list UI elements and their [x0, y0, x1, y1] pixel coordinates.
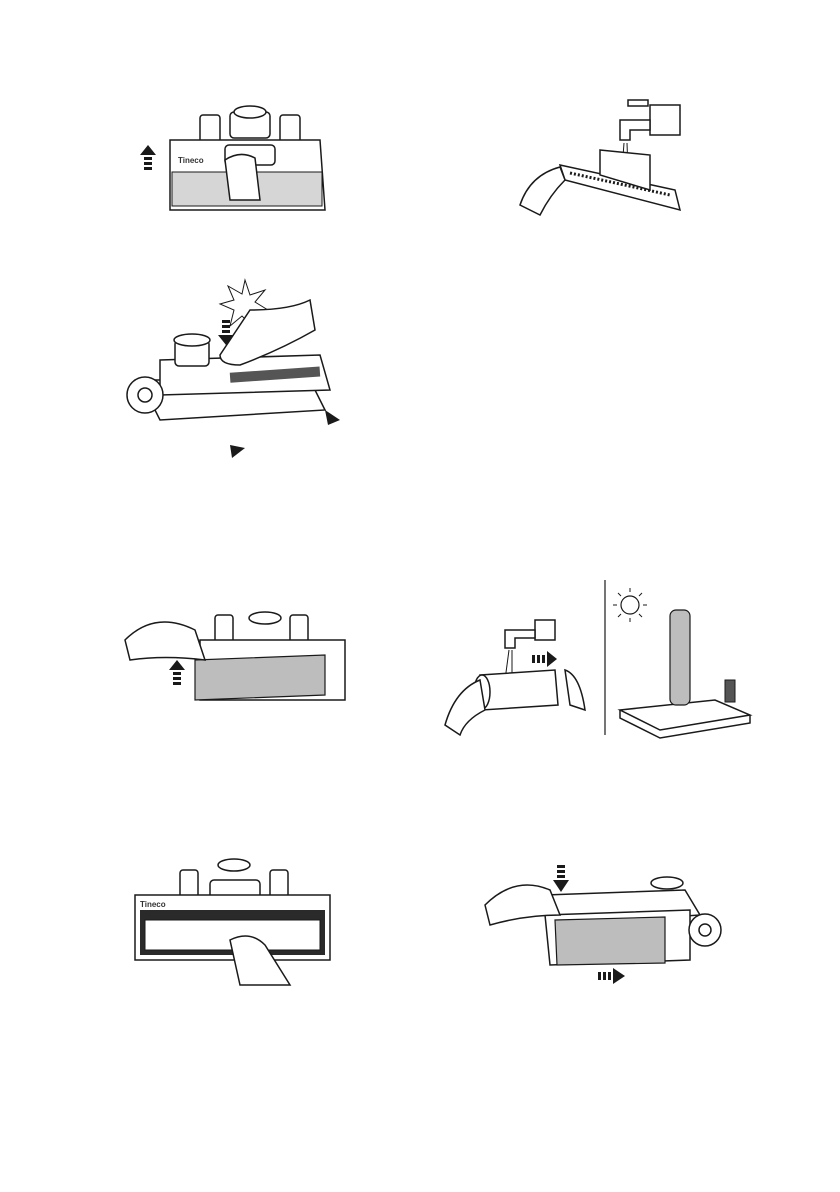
illustration-4 — [125, 600, 350, 710]
lift-up-arrow-icon — [169, 660, 185, 685]
illustration-1: Tineco — [130, 100, 330, 230]
figure-press-release — [120, 270, 360, 460]
figure-rinse-tray — [510, 95, 720, 235]
sun-icon — [613, 588, 647, 622]
illustration-5 — [440, 580, 760, 740]
figure-wipe-tray: Tineco — [130, 855, 340, 990]
illustration-3 — [120, 270, 360, 460]
brand-mark: Tineco — [140, 900, 166, 909]
lift-up-arrow-icon — [140, 145, 156, 170]
insert-arrow-icon — [598, 968, 625, 984]
figure-wash-dry-roller — [440, 580, 760, 740]
illustration-2 — [510, 95, 720, 235]
figure-lift-cover: Tineco — [130, 100, 330, 230]
figure-insert-roller — [485, 855, 725, 995]
figure-remove-roller — [125, 600, 350, 710]
insert-arrow-icon — [532, 651, 557, 667]
illustration-6: Tineco — [130, 855, 340, 990]
brand-mark: Tineco — [178, 156, 204, 165]
press-down-arrow-icon — [553, 865, 569, 892]
illustration-7 — [485, 855, 725, 995]
